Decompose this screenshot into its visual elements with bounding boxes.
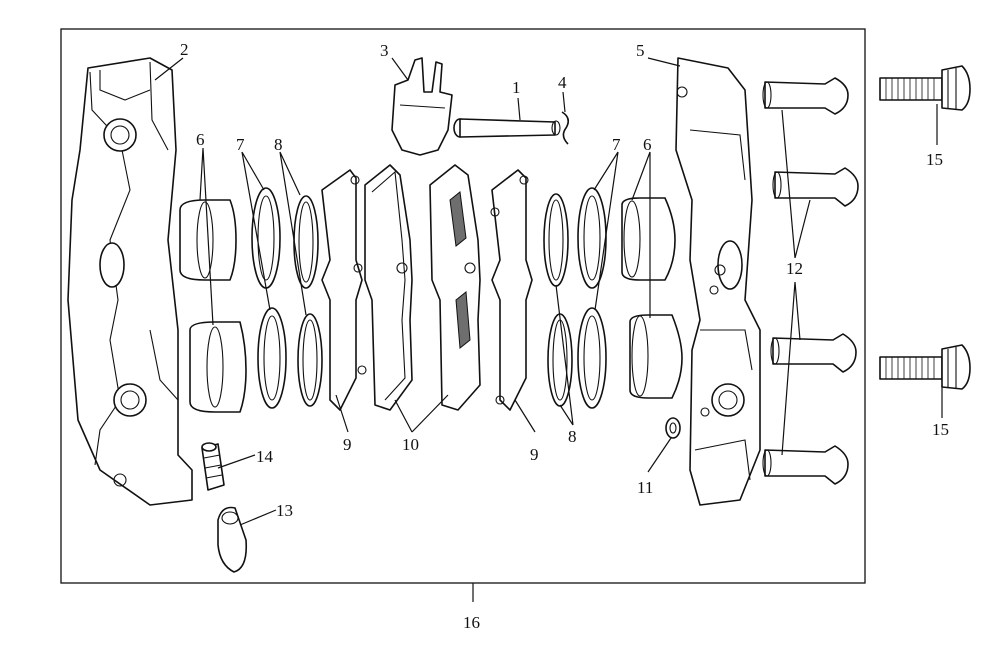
bleeder-cap (217, 506, 248, 573)
leader-lines (154, 57, 943, 602)
piston-seal-left-lower (297, 313, 323, 407)
brake-pad-right (429, 164, 481, 411)
caliper-half-left (67, 57, 193, 506)
piston-seal-left-upper (293, 195, 319, 289)
assembly-frame (60, 28, 866, 584)
label-part-5: 5 (636, 41, 645, 60)
dust-seal-right-upper (577, 187, 607, 289)
pad-spring-clip (391, 57, 453, 156)
label-part-3: 3 (380, 41, 389, 60)
pin-retainer-clip (561, 111, 570, 145)
label-part-11: 11 (637, 478, 653, 497)
mounting-bolt-lower (879, 344, 971, 390)
mounting-bolt-upper (879, 65, 971, 111)
label-part-7-left: 7 (236, 135, 245, 154)
piston-seal-right-lower (547, 313, 573, 407)
piston-right-lower (629, 314, 683, 399)
label-part-4: 4 (558, 73, 567, 92)
label-part-12: 12 (786, 259, 803, 278)
anti-squeal-shim-left (321, 169, 367, 411)
label-part-6-right: 6 (643, 135, 652, 154)
caliper-bolt-4 (762, 445, 849, 485)
sealing-washer (665, 417, 681, 439)
label-part-16: 16 (463, 613, 480, 632)
dust-seal-left-lower (257, 307, 287, 409)
bleeder-valve (201, 442, 225, 491)
label-part-10: 10 (402, 435, 419, 454)
dust-seal-left-upper (251, 187, 281, 289)
caliper-bolt-1 (762, 77, 849, 115)
label-part-15-upper: 15 (926, 150, 943, 169)
label-part-8-left: 8 (274, 135, 283, 154)
label-part-7-right: 7 (612, 135, 621, 154)
caliper-half-right (675, 57, 761, 506)
dust-seal-right-lower (577, 307, 607, 409)
label-part-13: 13 (276, 501, 293, 520)
caliper-bolt-3 (770, 333, 857, 373)
piston-left-lower (189, 321, 247, 413)
label-part-1: 1 (512, 78, 521, 97)
piston-right-upper (621, 197, 676, 281)
label-part-15-lower: 15 (932, 420, 949, 439)
label-part-6-left: 6 (196, 130, 205, 149)
label-part-8-right: 8 (568, 427, 577, 446)
brake-pad-left (364, 164, 413, 411)
caliper-bolt-2 (772, 167, 859, 207)
anti-squeal-shim-right (490, 169, 533, 411)
label-part-9-left: 9 (343, 435, 352, 454)
callout-labels: 2 3 1 4 5 6 7 8 7 6 12 9 10 9 8 11 14 13… (180, 40, 949, 632)
piston-seal-right-upper (543, 193, 569, 287)
label-part-9-right: 9 (530, 445, 539, 464)
label-part-14: 14 (256, 447, 274, 466)
label-part-2: 2 (180, 40, 189, 59)
pad-pin (453, 118, 561, 138)
